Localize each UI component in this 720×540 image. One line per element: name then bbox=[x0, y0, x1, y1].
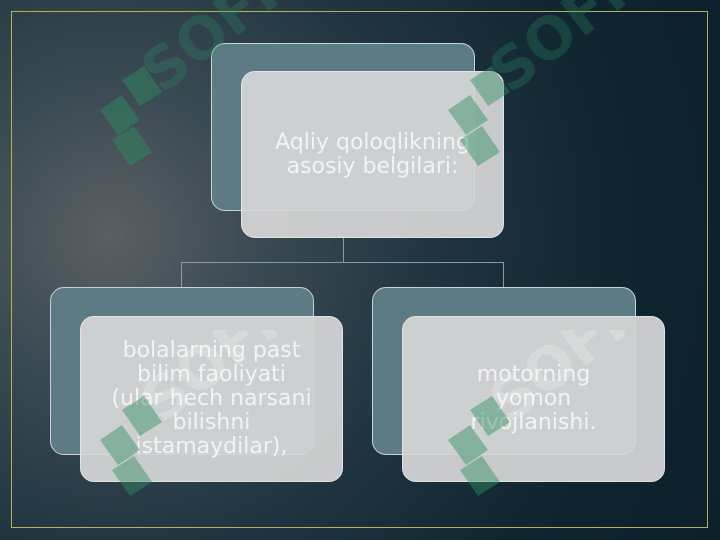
left-label-line-3: (ular hech narsani bbox=[111, 386, 312, 411]
left-label-line-5: istamaydilar), bbox=[135, 434, 288, 459]
right-node-label: motorning yomon rivojlanishi. bbox=[465, 363, 603, 435]
left-node-label: bolalarning past bilim faoliyati (ular h… bbox=[105, 339, 317, 459]
root-label-line-2: asosiy belgilari: bbox=[286, 153, 459, 179]
right-label-line-1: motorning bbox=[476, 362, 591, 387]
right-label-line-2: yomon bbox=[495, 386, 572, 411]
root-label-line-1: Aqliy qoloqlikning bbox=[275, 129, 470, 155]
left-node: bolalarning past bilim faoliyati (ular h… bbox=[80, 316, 343, 482]
right-label-line-3: rivojlanishi. bbox=[470, 410, 597, 435]
right-node: motorning yomon rivojlanishi. bbox=[402, 316, 665, 482]
connector-root-stem bbox=[343, 238, 344, 263]
left-label-line-4: bilishni bbox=[172, 410, 251, 435]
root-node: Aqliy qoloqlikning asosiy belgilari: bbox=[241, 71, 504, 238]
connector-horizontal bbox=[181, 262, 504, 263]
left-label-line-2: bilim faoliyati bbox=[137, 362, 286, 387]
connector-left-drop bbox=[181, 262, 182, 288]
slide-frame bbox=[11, 11, 708, 528]
root-node-label: Aqliy qoloqlikning asosiy belgilari: bbox=[269, 129, 476, 179]
connector-right-drop bbox=[503, 262, 504, 288]
left-label-line-1: bolalarning past bbox=[122, 338, 301, 363]
